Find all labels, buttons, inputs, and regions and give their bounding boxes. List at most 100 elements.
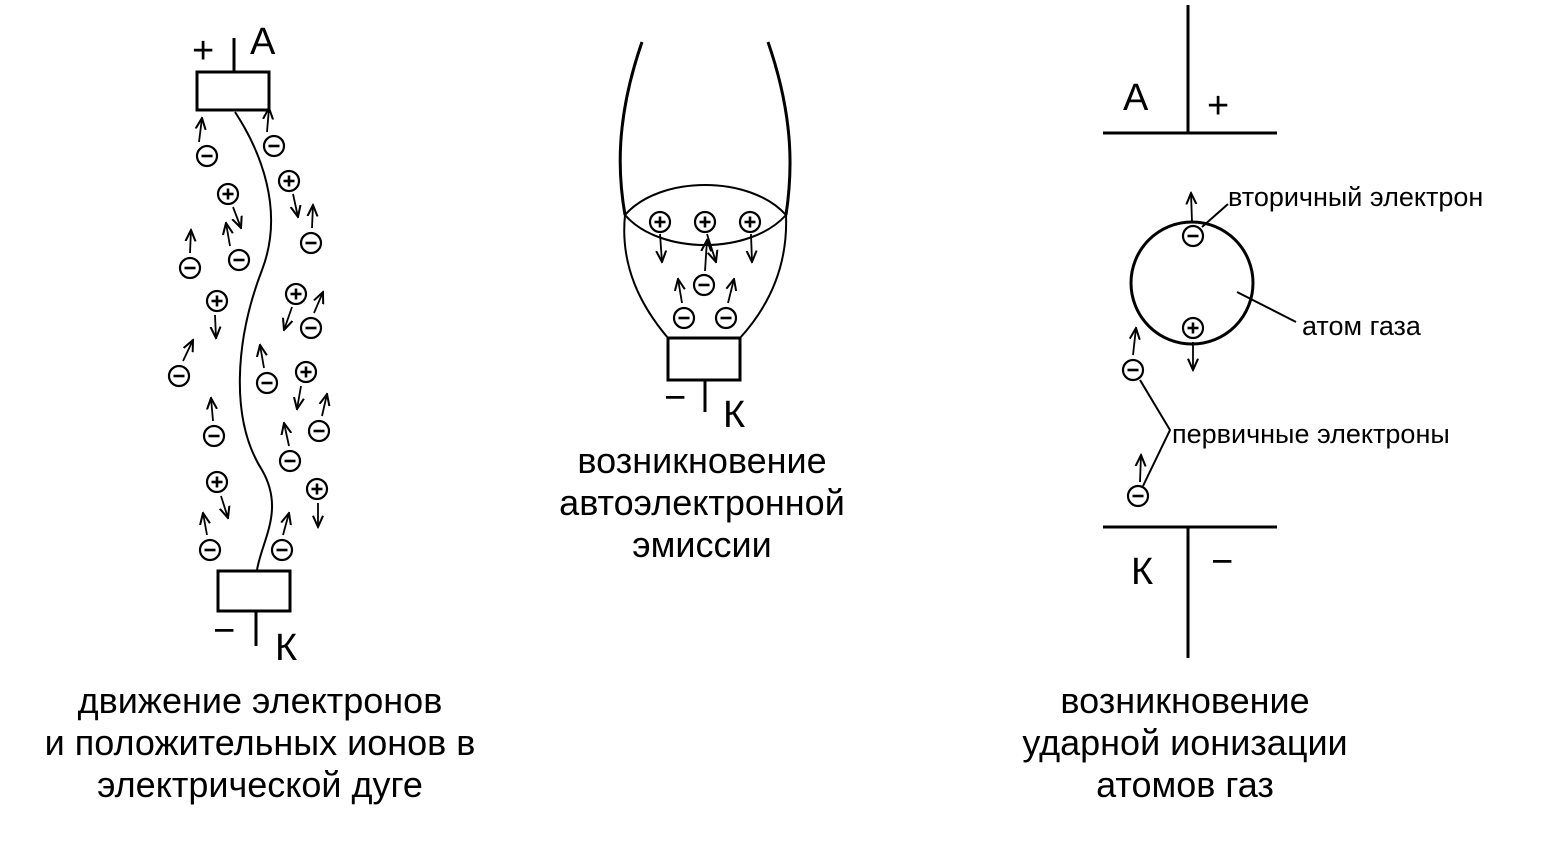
electron-arrow <box>1140 455 1141 483</box>
ion-arrow <box>284 306 292 330</box>
electron-arrow <box>1133 328 1136 356</box>
primary-electrons-leader <box>1139 379 1172 487</box>
emission-caption-line: эмиссии <box>632 524 772 565</box>
electron-arrow <box>322 394 327 417</box>
electron-symbol <box>178 230 202 280</box>
electron-symbol <box>226 223 251 272</box>
ion-symbol <box>648 210 672 262</box>
electron-arrow <box>1191 193 1192 223</box>
electron-symbol <box>1181 193 1205 248</box>
ion-arrow <box>215 314 216 338</box>
electron-symbol <box>672 279 696 330</box>
electron-arrow <box>705 240 707 272</box>
electron-arrow <box>267 108 269 133</box>
ion-symbol <box>216 182 241 228</box>
gas-atom-label: атом газа <box>1302 311 1422 341</box>
arc-caption-line: и положительных ионов в <box>44 722 476 763</box>
cathode-sign: − <box>213 610 235 652</box>
ion-symbol <box>1181 316 1205 370</box>
emission-caption-line: возникновение <box>577 440 827 481</box>
electron-symbol <box>692 240 716 297</box>
emission-cathode <box>666 336 742 382</box>
ion-symbol <box>296 360 318 409</box>
cathode-electrode <box>216 569 292 613</box>
anode-sign: + <box>192 30 214 72</box>
ionization-panel: А + К − вторичный электрон атом газа пер… <box>1103 5 1483 658</box>
ionization-anode-label: А <box>1123 77 1149 119</box>
arc-channel-line <box>234 111 273 571</box>
secondary-electron-label: вторичный электрон <box>1228 182 1483 212</box>
emission-panel: − К <box>618 41 792 436</box>
arc-panel: + А − К <box>167 21 329 669</box>
ion-arrow <box>660 233 662 262</box>
anode-electrode <box>195 70 271 112</box>
electron-arrow <box>728 279 734 304</box>
tube-left-wall <box>618 41 644 216</box>
ionization-cathode-label: К <box>1131 551 1153 593</box>
ionization-anode-sign: + <box>1207 85 1229 127</box>
electron-symbol <box>714 279 736 330</box>
ion-symbol <box>205 470 228 518</box>
electron-arrow <box>283 513 289 536</box>
ion-symbol <box>738 210 762 262</box>
electron-arrow <box>312 205 313 229</box>
electron-arrow <box>199 118 202 143</box>
electron-symbol <box>1126 455 1150 508</box>
ion-arrow <box>221 495 228 518</box>
emission-particles <box>648 210 762 330</box>
anode-label: А <box>250 21 276 63</box>
ion-cloud-lens <box>623 184 788 246</box>
electron-symbol <box>202 398 226 448</box>
ion-arrow <box>293 193 298 217</box>
electron-arrow <box>284 423 289 447</box>
electron-symbol <box>167 340 193 388</box>
arc-caption-line: электрической дуге <box>97 764 423 805</box>
emission-caption: возникновение автоэлектронной эмиссии <box>502 440 902 566</box>
tube-right-neck <box>739 214 788 339</box>
electron-arrow <box>260 345 264 369</box>
emission-cathode-sign: − <box>664 377 686 419</box>
ionization-cathode-sign: − <box>1211 541 1233 583</box>
ionization-caption-line: атомов газ <box>1096 764 1274 805</box>
electron-arrow <box>190 230 191 254</box>
electron-symbol <box>197 118 219 168</box>
arc-caption: движение электронов и положительных ионо… <box>10 680 510 806</box>
ionization-particles <box>1121 193 1205 508</box>
ionization-caption: возникновение ударной ионизации атомов г… <box>985 680 1385 806</box>
electron-symbol <box>299 292 323 340</box>
electron-arrow <box>226 223 230 247</box>
electron-symbol <box>255 345 279 395</box>
emission-cathode-label: К <box>723 394 745 436</box>
arc-particles <box>167 108 329 562</box>
ion-arrow <box>706 233 716 262</box>
electron-symbol <box>264 108 286 158</box>
tube-right-wall <box>766 41 792 216</box>
emission-caption-line: автоэлектронной <box>559 482 845 523</box>
primary-electrons-label: первичные электроны <box>1172 419 1450 449</box>
ion-symbol <box>305 477 329 527</box>
arc-caption-line: движение электронов <box>77 680 443 721</box>
tube-left-neck <box>623 214 669 339</box>
electron-arrow <box>211 398 213 422</box>
gas-atom-leader <box>1236 291 1297 323</box>
ion-arrow <box>297 385 301 409</box>
ion-arrow <box>233 206 241 228</box>
electron-symbol <box>278 423 302 473</box>
cathode-label: К <box>275 627 297 669</box>
secondary-electron-leader <box>1201 203 1229 228</box>
electron-symbol <box>198 513 222 562</box>
ion-symbol <box>284 282 308 330</box>
ion-symbol <box>277 169 299 217</box>
ionization-caption-line: ударной ионизации <box>1022 722 1348 763</box>
electron-symbol <box>1121 328 1145 382</box>
electron-symbol <box>299 205 323 255</box>
ionization-caption-line: возникновение <box>1060 680 1310 721</box>
electron-arrow <box>313 292 323 314</box>
electron-arrow <box>678 279 682 304</box>
ion-symbol <box>205 289 229 338</box>
electron-symbol <box>270 513 294 562</box>
electron-symbol <box>307 394 329 443</box>
electron-arrow <box>182 340 193 362</box>
electron-arrow <box>203 513 207 536</box>
